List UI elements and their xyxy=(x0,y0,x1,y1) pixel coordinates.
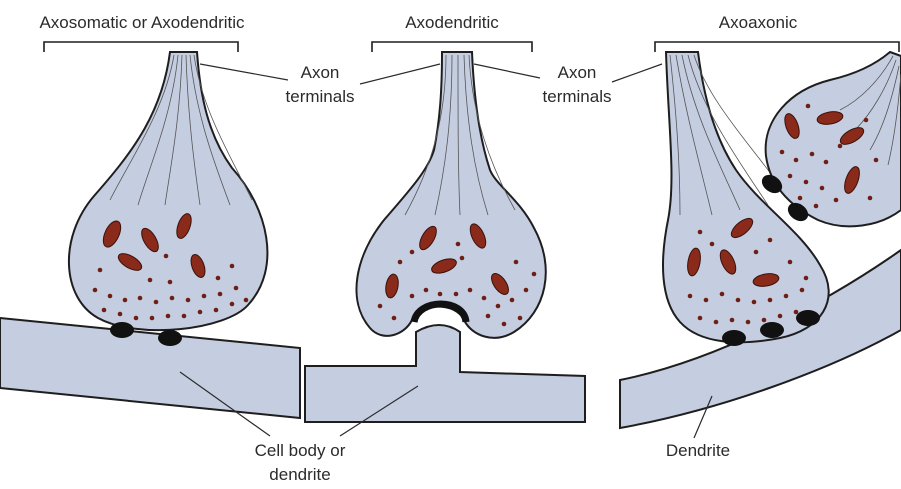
label-dendrite: Dendrite xyxy=(666,441,730,460)
label-cell-body-line1: Cell body or xyxy=(255,441,346,460)
synaptic-contacts-2 xyxy=(414,304,466,322)
label-axon-terminals-2-line1: Axon xyxy=(558,63,597,82)
bracket-axodendritic xyxy=(372,42,532,52)
label-axon-terminals-2-line2: terminals xyxy=(543,87,612,106)
presynaptic-terminal-axodendritic xyxy=(356,52,545,338)
presynaptic-terminal-axosomatic xyxy=(69,52,268,346)
label-cell-body-line2: dendrite xyxy=(269,465,330,484)
label-axon-terminals-1-line2: terminals xyxy=(286,87,355,106)
postsynaptic-cell-body-left xyxy=(0,318,300,418)
label-axon-terminals-1-line1: Axon xyxy=(301,63,340,82)
label-axoaxonic: Axoaxonic xyxy=(719,13,798,32)
bracket-axosomatic xyxy=(44,42,238,52)
postsynaptic-dendrite-middle xyxy=(305,325,585,422)
presynaptic-terminal-axoaxonic-upper xyxy=(758,52,901,226)
bracket-axoaxonic xyxy=(655,42,899,52)
label-axosomatic: Axosomatic or Axodendritic xyxy=(39,13,245,32)
label-axodendritic: Axodendritic xyxy=(405,13,499,32)
